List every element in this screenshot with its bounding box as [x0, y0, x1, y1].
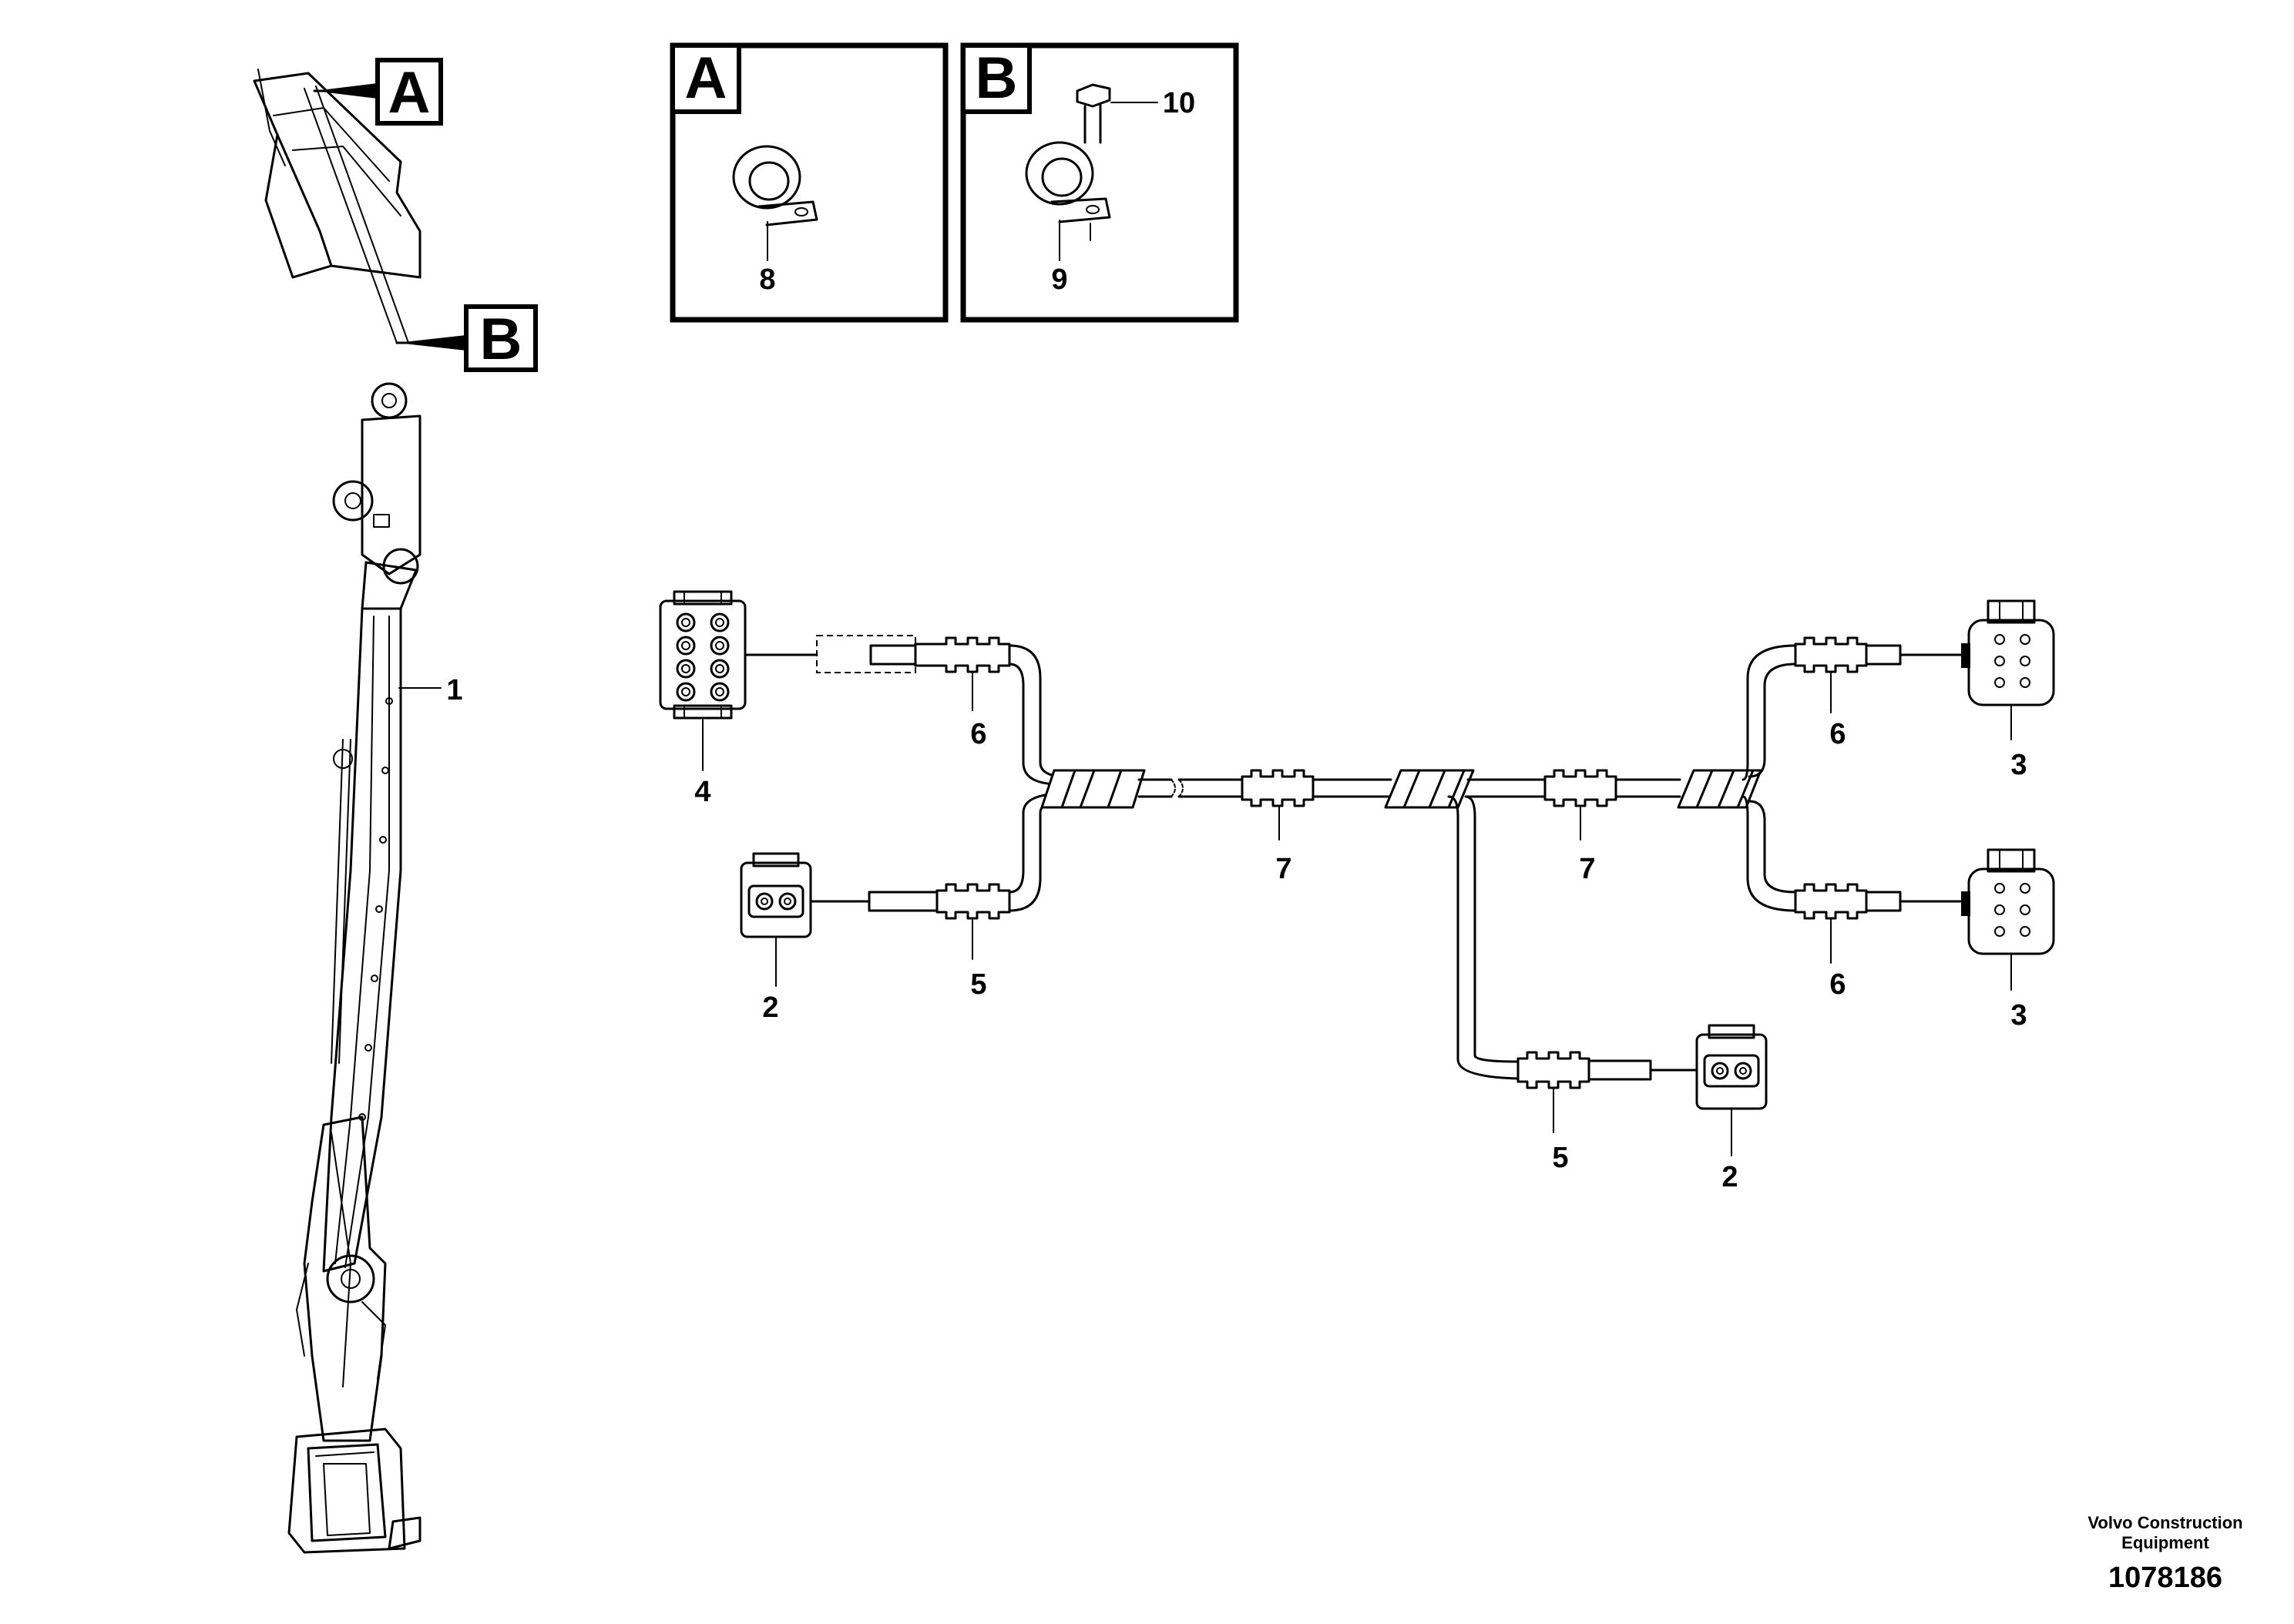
- bolt-icon: [1076, 83, 1111, 144]
- footer-company-line1: Volvo Construction: [2087, 1513, 2242, 1532]
- junction-right: [1677, 769, 1762, 809]
- callout-5a: 5: [970, 968, 986, 1001]
- footer-company-line2: Equipment: [2121, 1533, 2209, 1552]
- callout-6b: 6: [1829, 718, 1846, 750]
- callout-7b: 7: [1579, 853, 1595, 885]
- svg-text:A: A: [388, 60, 431, 126]
- callout-8: 8: [759, 263, 775, 296]
- junction-left: [1040, 769, 1146, 809]
- callout-6a: 6: [970, 718, 986, 750]
- p-clamp-icon: [732, 145, 818, 226]
- callout-2b: 2: [1721, 1161, 1738, 1193]
- connector-2pin-icon[interactable]: [740, 852, 812, 938]
- detail-a-letter: A: [685, 45, 727, 111]
- connector-2pin-icon[interactable]: [1695, 1024, 1768, 1110]
- wiring-harness: 4 6 2 5: [659, 590, 2055, 1193]
- footer-doc-number: 1078186: [2108, 1562, 2222, 1594]
- callout-9: 9: [1051, 263, 1067, 296]
- detail-box-b: B 10 9: [960, 42, 1239, 323]
- callout-7a: 7: [1275, 853, 1291, 885]
- p-clamp-icon: [1025, 141, 1111, 223]
- callout-1: 1: [446, 674, 462, 706]
- callout-6c: 6: [1829, 968, 1846, 1001]
- view-tag-b[interactable]: B: [464, 304, 538, 372]
- connector-6pin-icon[interactable]: [1961, 848, 2055, 955]
- view-tag-a[interactable]: A: [375, 58, 443, 126]
- callout-5b: 5: [1552, 1142, 1568, 1174]
- junction-middle: [1384, 769, 1475, 809]
- callout-4a: 4: [694, 776, 710, 808]
- detail-box-a: A 8: [670, 42, 949, 323]
- connector-6pin-icon[interactable]: [1961, 599, 2055, 706]
- callout-3a: 3: [2010, 749, 2027, 781]
- svg-text:B: B: [480, 307, 522, 372]
- callout-2a: 2: [762, 992, 778, 1024]
- callout-3b: 3: [2010, 999, 2027, 1032]
- callout-10: 10: [1163, 87, 1195, 119]
- boom-arm-drawing: [253, 69, 422, 1554]
- connector-8pin-icon[interactable]: [659, 590, 747, 720]
- detail-b-letter: B: [976, 45, 1018, 111]
